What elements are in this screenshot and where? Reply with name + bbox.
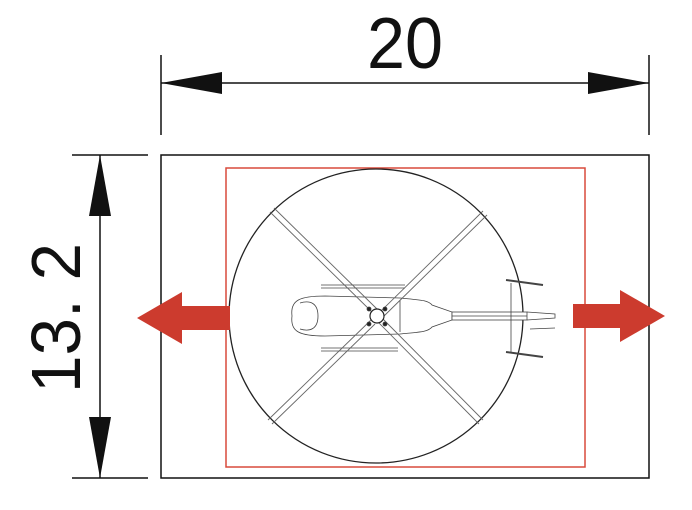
dimension-arrowhead [161,72,222,94]
arrow-right-icon [573,290,665,342]
helicopter-top-view-icon [267,207,556,425]
dimension-arrowhead [89,155,111,216]
height-label: 13. 2 [17,243,95,393]
dimension-arrowhead [588,72,649,94]
height-dimension: 13. 2 [17,154,148,479]
width-dimension: 20 [160,4,650,135]
arrow-left-icon [137,292,230,344]
dimension-arrowhead [89,417,111,478]
width-label: 20 [367,4,443,84]
